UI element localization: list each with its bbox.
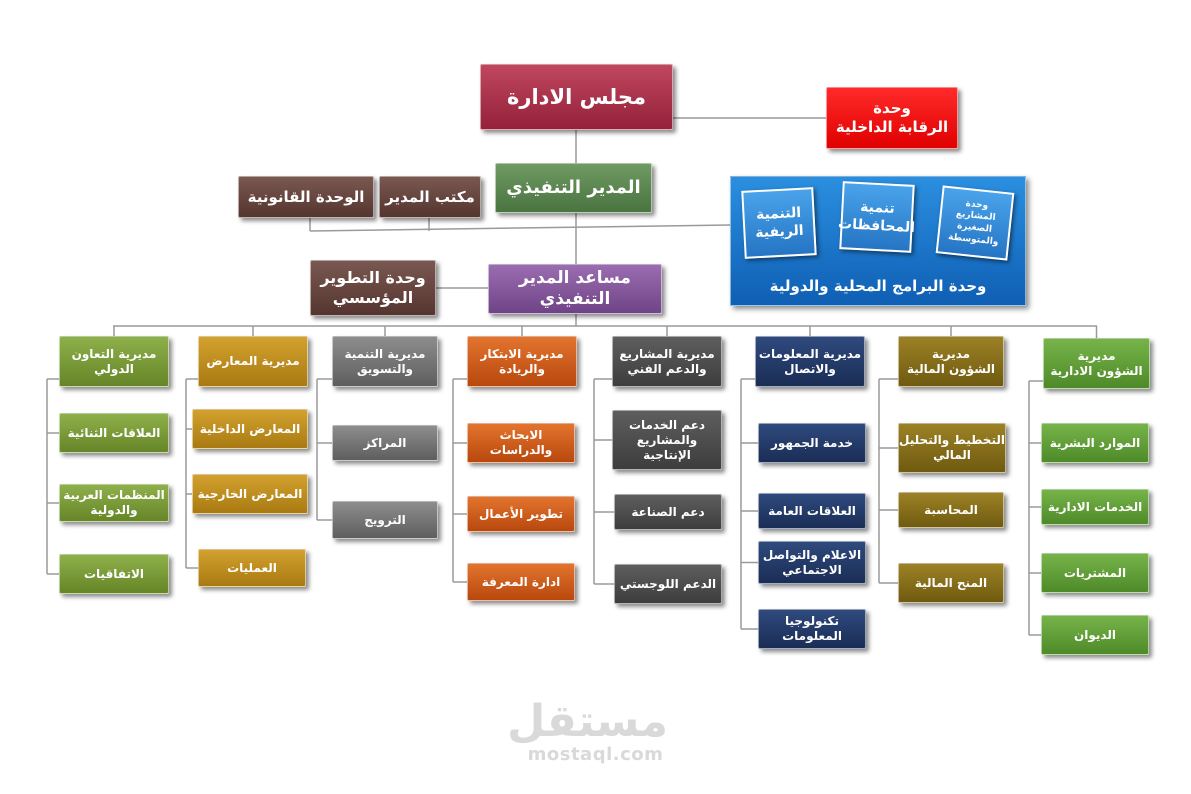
unit-accounting-label: المحاسبة [924, 502, 978, 517]
unit-promotion: الترويج [332, 501, 438, 539]
unit-diwan: الديوان [1041, 615, 1149, 655]
directorate-development-marketing-label: والتسويق [356, 361, 414, 376]
unit-industry-support: دعم الصناعة [614, 494, 722, 530]
unit-arab-international-orgs-label: المنظمات العربية [63, 488, 165, 502]
unit-hr-label: الموارد البشرية [1049, 435, 1141, 450]
executive-director-box: المدير التنفيذي [495, 163, 652, 213]
directorate-information-communication-label: مديرية المعلومات [758, 346, 862, 361]
unit-internal-exhibitions-label: المعارض الداخلية [199, 421, 301, 436]
unit-services-projects-support-label: دعم الخدمات [628, 417, 706, 432]
unit-public-relations: العلاقات العامة [758, 493, 866, 529]
unit-financial-grants: المنح المالية [898, 563, 1004, 603]
unit-operations: العمليات [198, 549, 306, 587]
unit-information-technology-label: المعلومات [782, 629, 842, 643]
directorate-projects-technical-support-label: مديرية المشاريع [619, 346, 715, 361]
unit-admin-services-label: الخدمات الادارية [1047, 499, 1143, 514]
unit-internal-exhibitions: المعارض الداخلية [192, 409, 308, 449]
unit-industry-support-label: دعم الصناعة [631, 504, 705, 519]
unit-public-service-label: خدمة الجمهور [770, 435, 854, 450]
unit-public-service: خدمة الجمهور [758, 423, 866, 463]
unit-knowledge-management-label: ادارة المعرفة [481, 574, 561, 589]
unit-procurement: المشتريات [1041, 553, 1149, 593]
unit-financial-planning-label: التخطيط والتحليل [899, 433, 1005, 447]
unit-public-relations-label: العلاقات العامة [768, 503, 856, 518]
unit-admin-services: الخدمات الادارية [1041, 489, 1149, 525]
directorate-exhibitions-label: مديرية المعارض [206, 354, 300, 368]
directorate-innovation-entrepreneurship-label: مديرية الابتكار [480, 346, 564, 361]
unit-external-exhibitions-label: المعارض الخارجية [197, 486, 303, 501]
unit-research-studies-label: الابحاث [499, 428, 543, 442]
director-office-box: مكتب المدير [379, 176, 481, 218]
assistant-director-box: مساعد المدير التنفيذي [488, 264, 662, 314]
directorate-financial-affairs-label: الشؤون المالية [906, 361, 996, 376]
board-box: مجلس الادارة [480, 64, 673, 130]
directorate-innovation-entrepreneurship-label: والريادة [499, 361, 545, 376]
directorate-international-cooperation-label: الدولي [94, 361, 134, 376]
directorate-admin-affairs-label: الشؤون الادارية [1050, 363, 1143, 378]
unit-external-exhibitions: المعارض الخارجية [192, 474, 308, 514]
unit-centers-label: المراكز [363, 435, 407, 450]
directorate-information-communication-label: والاتصال [784, 361, 836, 376]
unit-logistic-support: الدعم اللوجستي [614, 564, 722, 604]
directorate-admin-affairs-label: مديرية [1077, 348, 1116, 363]
unit-financial-planning-label: المالي [933, 448, 971, 462]
unit-bilateral-relations: العلاقات الثنائية [59, 413, 169, 453]
mostaql-watermark-logo: مستقل mostaql.com [507, 696, 668, 766]
directorate-development-marketing-label: مديرية التنمية [344, 346, 426, 361]
unit-bilateral-relations-label: العلاقات الثنائية [67, 425, 161, 440]
unit-logistic-support-label: الدعم اللوجستي [619, 576, 717, 591]
unit-centers: المراكز [332, 425, 438, 461]
directorate-international-cooperation-label: مديرية التعاون [71, 346, 157, 361]
directorate-projects-technical-support-label: والدعم الفني [627, 361, 707, 376]
unit-research-studies-label: والدراسات [489, 443, 553, 457]
unit-information-technology-label: تكنولوجيا [785, 614, 839, 628]
unit-knowledge-management: ادارة المعرفة [467, 563, 575, 601]
programs-panel-label: وحدة البرامج المحلية والدولية [769, 277, 987, 295]
directorate-financial-affairs-label: مديرية [931, 346, 971, 361]
unit-business-development-label: تطوير الأعمال [478, 506, 564, 521]
unit-operations-label: العمليات [227, 560, 277, 575]
unit-financial-grants-label: المنح المالية [914, 575, 988, 590]
legal-unit-box: الوحدة القانونية [238, 176, 374, 218]
unit-services-projects-support-label: والمشاريع [636, 432, 698, 447]
unit-accounting: المحاسبة [898, 492, 1004, 528]
unit-diwan-label: الديوان [1074, 627, 1116, 642]
unit-business-development: تطوير الأعمال [467, 496, 575, 532]
unit-arab-international-orgs-label: والدولية [90, 503, 138, 517]
unit-agreements-label: الاتفاقيات [83, 566, 145, 581]
unit-agreements: الاتفاقيات [59, 554, 169, 594]
unit-media-social-label: الاعلام والتواصل [762, 547, 862, 562]
unit-media-social-label: الاجتماعي [782, 562, 842, 577]
unit-procurement-label: المشتريات [1063, 565, 1127, 580]
unit-promotion-label: الترويج [364, 512, 406, 527]
unit-hr: الموارد البشرية [1041, 423, 1149, 463]
unit-services-projects-support-label: الإنتاجية [643, 447, 691, 462]
directorate-exhibitions: مديرية المعارض [198, 336, 308, 387]
